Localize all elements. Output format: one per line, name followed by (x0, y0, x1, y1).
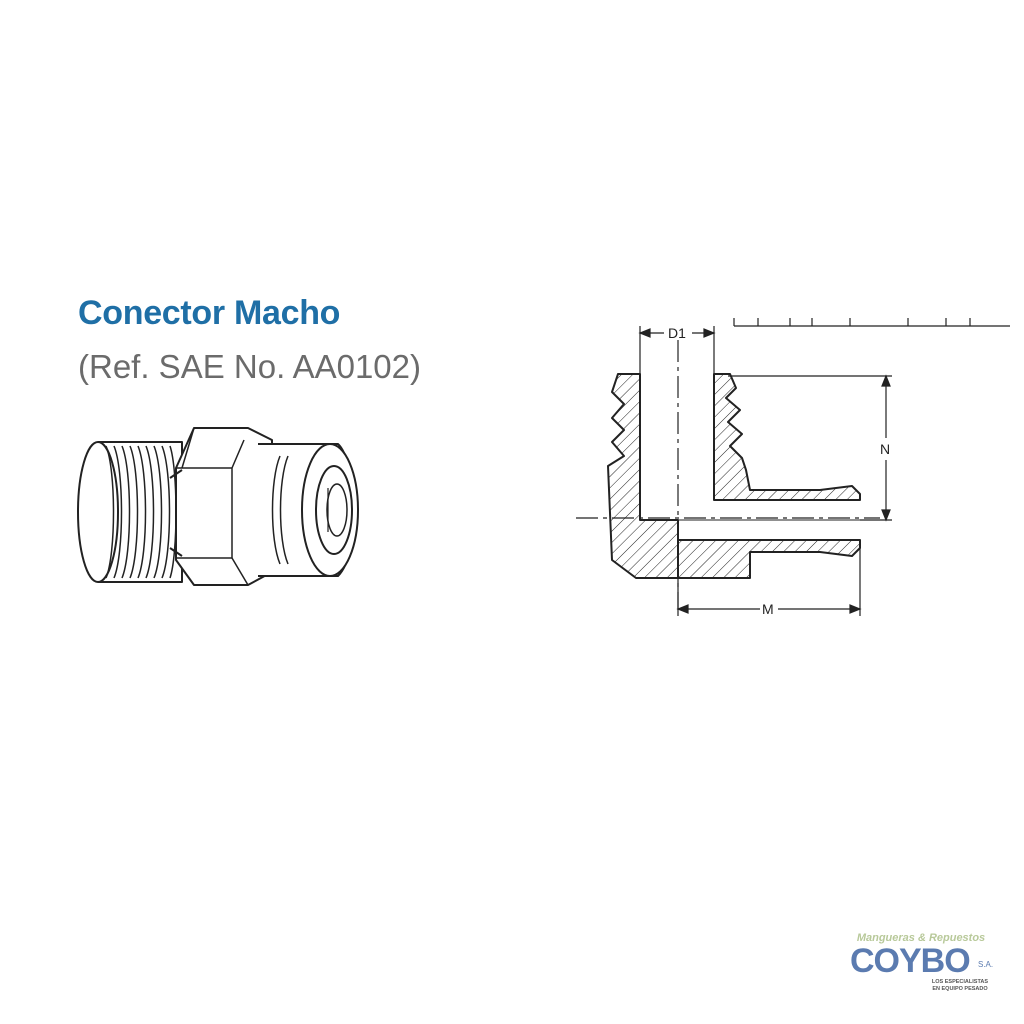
part-reference: (Ref. SAE No. AA0102) (78, 348, 422, 385)
part-title: Conector Macho (78, 294, 341, 332)
logo-tagline: Mangueras & Repuestos (856, 932, 986, 944)
dimension-label-n: N (880, 441, 890, 457)
logo-slogan-line2: EN EQUIPO PESADO (932, 986, 988, 992)
thread-section (77, 441, 183, 583)
dimension-d1 (638, 326, 716, 374)
fitting-cross-section (576, 340, 880, 610)
hex-nut (169, 427, 273, 586)
company-logo: Mangueras & Repuestos COYBO S.A. LOS ESP… (846, 932, 996, 996)
dimension-n (728, 374, 892, 522)
logo-brand: COYBO (850, 942, 971, 980)
fitting-isometric-view (77, 427, 359, 586)
elbow-wall-right (713, 373, 861, 501)
dimension-label-d1: D1 (668, 325, 686, 341)
dimension-m (676, 548, 862, 616)
elbow-wall-bottom (677, 539, 861, 579)
logo-suffix: S.A. (978, 960, 994, 969)
dimension-label-m: M (762, 601, 774, 617)
collar (258, 443, 359, 577)
scale-ruler (733, 318, 1010, 327)
elbow-wall-left (607, 373, 679, 579)
logo-slogan-line1: LOS ESPECIALISTAS (931, 979, 989, 985)
